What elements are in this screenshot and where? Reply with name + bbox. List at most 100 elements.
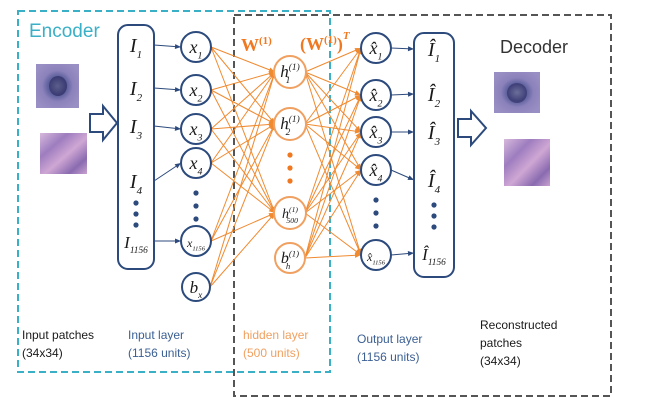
encoder-weight-edge [210, 71, 276, 164]
output-node [360, 79, 392, 111]
input-layer-units-label: (1156 units) [128, 346, 190, 360]
input-node [180, 113, 212, 145]
encoder-weight-edge [210, 212, 276, 242]
encoder-weight-edge [210, 71, 276, 242]
weight-w1-label: W(1) [241, 35, 272, 55]
output-node-label: x̂4 [369, 160, 383, 184]
decoder-block-arrow [457, 108, 488, 148]
encoder-weight-edge [210, 123, 276, 242]
output-vector-ellipsis-dot [431, 224, 437, 230]
connections [153, 44, 415, 288]
encoder-weight-edge [209, 212, 276, 288]
hidden-layer-label: hidden layer [243, 328, 308, 342]
input-node [180, 74, 212, 106]
hidden-layer-ellipsis-dot [287, 178, 293, 184]
hidden-node [273, 196, 307, 230]
input-vector-item: I1 [129, 35, 142, 61]
vector-to-input-arrow-head [174, 44, 181, 50]
decoder-weight-edge [304, 131, 362, 259]
input-layer-ellipsis-dot [193, 190, 199, 196]
encoder-weight-edge [210, 162, 276, 214]
output-vector-ellipsis-dot [431, 213, 437, 219]
decoder-weight-edge [304, 212, 362, 256]
decoder-weight-edge [304, 71, 362, 256]
node-labels: I1I2I3I4I1156x1x2x3x4x1156bxh(1)1h(1)2h(… [123, 35, 446, 301]
input-node [180, 225, 212, 257]
output-to-vector-arrow-head [407, 91, 414, 97]
output-layer-units-label: (1156 units) [357, 350, 419, 364]
output-node-label: x̂2 [369, 85, 383, 109]
hidden-node-label: h(1)2 [280, 114, 299, 138]
decoder-weight-edge [304, 71, 362, 96]
output-vector-item: Î1 [427, 38, 440, 65]
input-node-label: x1156 [186, 236, 206, 253]
decoder-weight-edge [304, 94, 362, 259]
output-to-vector-arrow-head [407, 46, 414, 52]
encoder-weight-edge [210, 46, 276, 73]
encoder-weight-edge [209, 123, 276, 288]
input-layer-ellipsis-dot [193, 216, 199, 222]
input-patches-size-label: (34x34) [22, 346, 63, 360]
output-node [360, 239, 392, 271]
output-vector-item: Î1156 [421, 245, 446, 268]
decoder-weight-edge [304, 123, 362, 256]
hidden-layer-ellipsis-dot [287, 165, 293, 171]
decoder-weight-edge-head [355, 125, 361, 132]
input-vector-item: I2 [129, 78, 143, 104]
reconstructed-patches-label: Reconstructed [480, 318, 557, 332]
hidden-layer-units-label: (500 units) [243, 346, 300, 360]
decoder-weight-edge [304, 47, 362, 259]
decoder-weight-edge [304, 254, 362, 259]
output-to-vector-arrow-head [408, 129, 414, 135]
vector-to-input-arrow-head [175, 238, 181, 244]
vector-to-input-arrow-head [174, 87, 181, 93]
decoder-weight-edge [304, 169, 362, 259]
input-layer-ellipsis-dot [193, 203, 199, 209]
hidden-node [273, 55, 307, 89]
reconstructed-patch-1 [494, 72, 540, 113]
input-patches-label: Input patches [22, 328, 94, 342]
input-node-label: x1 [189, 37, 203, 61]
decoder-weight-edge-head [354, 164, 361, 170]
decoder-title: Decoder [500, 37, 568, 57]
encoder-weight-edge [210, 89, 276, 214]
encoder-weight-edge [210, 123, 276, 164]
decoder-weight-edge [304, 123, 362, 171]
output-layer-label: Output layer [357, 332, 422, 346]
encoder-weight-edge [209, 71, 276, 288]
input-layer-label: Input layer [128, 328, 184, 342]
input-node [180, 31, 212, 63]
weight-w1-transpose-label: (W(1))T [300, 30, 351, 55]
decoder-weight-edge [304, 169, 362, 214]
output-node-label: x̂1 [369, 38, 383, 62]
input-vector-box [117, 24, 155, 270]
decoder-weight-edge-head [354, 128, 361, 134]
output-node-label: x̂1156 [366, 250, 386, 267]
decoder-weight-edge [304, 47, 362, 125]
input-vector-item: I3 [129, 116, 143, 142]
output-layer-ellipsis-dot [373, 223, 379, 229]
decoder-weight-edge-head [355, 170, 361, 177]
output-vector-box [413, 32, 455, 278]
hidden-node [273, 107, 307, 141]
encoder-weight-edge [210, 46, 276, 125]
encoder-weight-edge [210, 46, 276, 214]
input-bias-node [181, 272, 211, 302]
input-node-label: x3 [189, 119, 203, 143]
decoder-weight-edge-head [356, 132, 361, 139]
decoder-weight-edge [304, 123, 362, 133]
reconstructed-patch-2 [504, 139, 550, 186]
encoder-weight-edge [210, 123, 276, 130]
decoder-weight-edge-head [354, 95, 361, 100]
output-node [360, 154, 392, 186]
output-node-label: x̂3 [369, 122, 383, 146]
encoder-block-arrow [89, 103, 119, 143]
output-layer-ellipsis-dot [373, 210, 379, 216]
decoder-weight-edge [304, 94, 362, 125]
input-bias-label: bx [190, 278, 204, 301]
output-vector-item: Î4 [427, 169, 441, 196]
input-node-label: x2 [189, 80, 203, 104]
output-to-vector-arrow-head [407, 175, 414, 180]
encoder-weight-edge [210, 89, 276, 125]
